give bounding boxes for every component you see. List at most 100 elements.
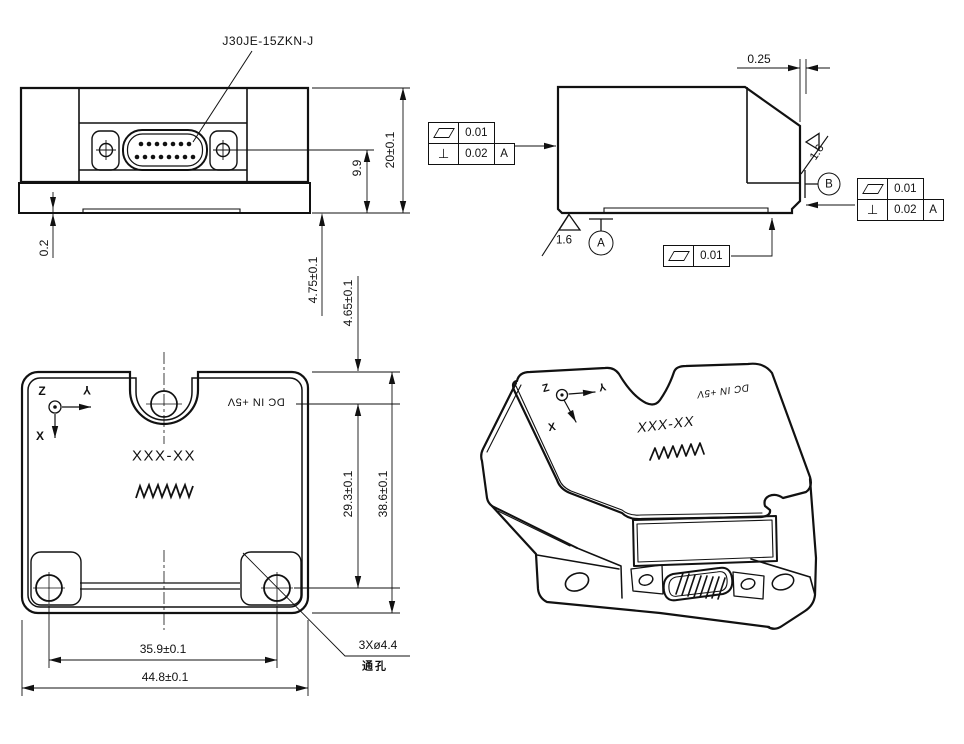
dsub-connector-outer	[122, 129, 208, 171]
iso-flange-left-top	[491, 505, 578, 549]
dim-hole-pitch: 35.9±0.1	[139, 642, 187, 656]
plan-axes	[48, 400, 91, 438]
dim-foot-step: 0.2	[37, 239, 51, 257]
iso-flange-hole-right	[771, 573, 795, 591]
dim-02-arrows	[50, 197, 56, 226]
fcf-bottom-leader	[731, 218, 776, 257]
iso-view	[480, 362, 818, 630]
roughness-bottom-value: 1.6	[556, 234, 572, 247]
perpendicularity-icon: ⊥	[857, 198, 888, 221]
fcf-left-perp-datum: A	[493, 142, 515, 165]
plan-extension-lines	[21, 371, 400, 696]
plan-crosshairs	[33, 403, 293, 604]
flatness-icon	[428, 122, 459, 144]
marking-model-plan: XXX-XX	[131, 447, 197, 465]
screw-panel-left	[91, 130, 120, 171]
dsub-pins	[134, 141, 196, 160]
marking-power-plan: DC IN +5V	[227, 395, 285, 408]
screw-hole-crosshairs	[96, 140, 233, 160]
plan-outer-outline	[20, 370, 310, 615]
iso-tab-hole-left	[638, 574, 654, 586]
connector-leader-line	[192, 50, 253, 143]
iso-silhouette-right	[766, 477, 818, 630]
plan-view	[20, 276, 410, 696]
side-foot-recess	[603, 207, 769, 213]
plan-axis-y-label: Y	[82, 383, 92, 397]
side-internal-lines	[746, 87, 800, 184]
perpendicularity-icon: ⊥	[428, 142, 459, 165]
iso-tab-left	[630, 564, 664, 595]
iso-silhouette-left	[480, 381, 771, 629]
iso-axes	[555, 388, 596, 423]
hole-callout-note: 通孔	[362, 660, 388, 673]
fcf-bottom-flatness-value: 0.01	[692, 245, 730, 267]
fcf-bottom: 0.01	[663, 245, 730, 267]
iso-tab-hole-right	[740, 578, 756, 590]
datum-b-circle: B	[817, 172, 841, 196]
front-base-plate	[18, 182, 311, 214]
iso-flange-hole-left	[564, 572, 590, 592]
z-axis-symbol	[48, 400, 62, 414]
front-foot-recess	[82, 208, 241, 213]
dim-notch-hole-offset: 4.65±0.1	[341, 279, 355, 327]
fcf-left-flatness-value: 0.01	[457, 122, 495, 144]
iso-recess-inner	[636, 519, 774, 563]
connector-callout-label: J30JE-15ZKN-J	[222, 34, 314, 48]
plan-step-lines	[80, 582, 240, 590]
plan-scribble-mark	[135, 482, 194, 500]
fcf-right-perp-datum: A	[922, 198, 944, 221]
dim-overall-depth: 38.6±0.1	[376, 470, 390, 518]
iso-x-axis-arrow	[563, 399, 577, 423]
screw-panel-right	[209, 130, 238, 171]
flatness-icon	[857, 178, 888, 200]
iso-left-band	[486, 384, 522, 453]
front-internal-lines	[78, 88, 248, 182]
fcf-left: 0.01 ⊥ 0.02 A	[428, 122, 515, 165]
dim-connector-axis-height: 9.9	[350, 159, 364, 177]
iso-top-edge-inner	[515, 385, 763, 516]
iso-dsub-pins	[675, 572, 726, 600]
iso-flange-right-edges	[750, 558, 816, 596]
dim-overall-height: 20±0.1	[383, 131, 397, 169]
dsub-connector-inner	[126, 133, 204, 167]
side-view	[494, 59, 855, 257]
dim-overall-width: 44.8±0.1	[141, 670, 189, 684]
datum-a-circle: A	[588, 230, 614, 256]
fcf-right-flatness-value: 0.01	[886, 178, 924, 200]
dim-025-extensions	[799, 59, 807, 122]
iso-flange-left-end	[536, 547, 623, 599]
front-body-outline	[19, 86, 310, 184]
iso-recess-outer	[632, 515, 778, 567]
hole-callout-label: 3Xø4.4	[358, 638, 398, 652]
front-view	[18, 50, 410, 316]
iso-scribble-mark	[649, 442, 705, 461]
iso-z-axis-symbol	[555, 388, 569, 402]
hole-callout-leader	[242, 552, 410, 657]
roughness-bottom-triangle	[557, 213, 582, 231]
iso-flange-left-inner	[497, 510, 571, 547]
datum-b-stem	[804, 170, 819, 198]
flatness-icon	[663, 245, 694, 267]
roughness-right-triangle	[804, 132, 820, 152]
dim-chamfer-offset: 0.25	[747, 52, 771, 66]
datum-a-stem	[589, 218, 613, 232]
iso-dsub-outer	[662, 566, 734, 602]
front-extension-lines	[233, 87, 410, 214]
mount-panel-left	[30, 551, 82, 606]
iso-top-face	[511, 362, 812, 521]
side-body-outline	[556, 85, 802, 215]
fcf-right-perp-value: 0.02	[886, 198, 924, 221]
plan-axis-z-label: Z	[38, 384, 46, 398]
mount-panel-right	[240, 551, 302, 606]
fcf-right: 0.01 ⊥ 0.02 A	[857, 178, 944, 221]
fcf-left-perp-value: 0.02	[457, 142, 495, 165]
plan-axis-x-label: X	[35, 429, 45, 443]
iso-y-axis-arrow	[568, 389, 596, 397]
dim-475-arrow	[319, 213, 325, 226]
dim-base-offset: 4.75±0.1	[306, 256, 320, 304]
iso-dsub-inner	[668, 571, 728, 597]
iso-tab-right	[732, 571, 765, 600]
roughness-right-tail	[800, 135, 829, 175]
